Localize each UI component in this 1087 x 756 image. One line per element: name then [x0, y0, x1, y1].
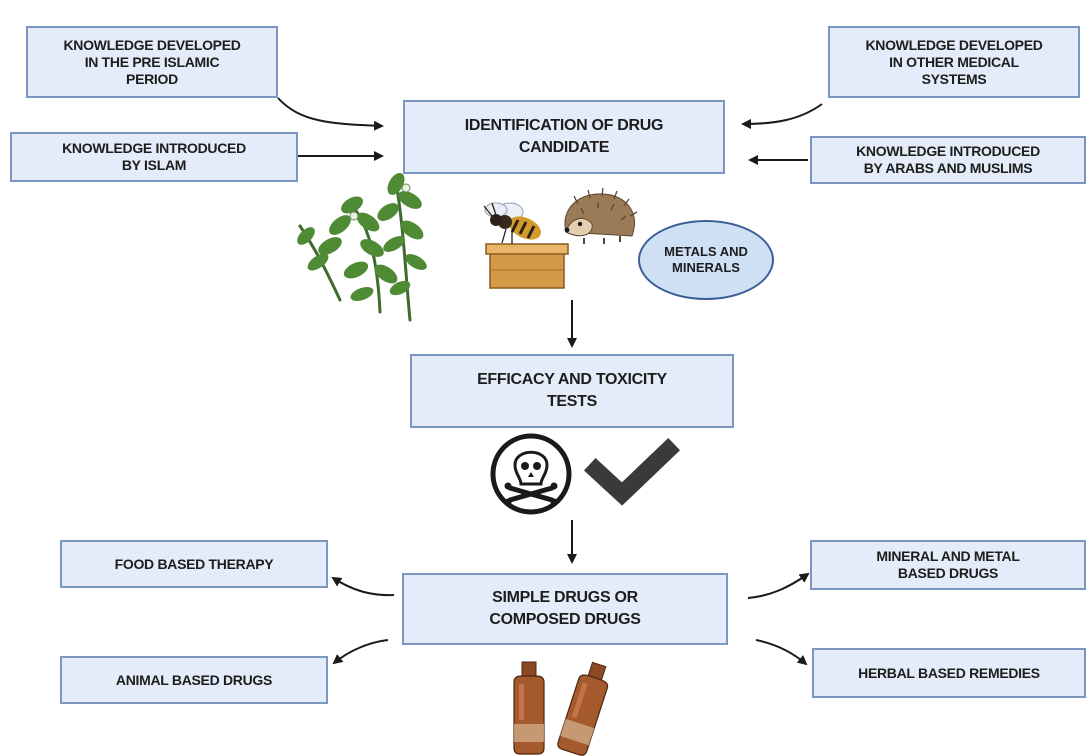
arabs-muslims-knowledge-box: KNOWLEDGE INTRODUCED BY ARABS AND MUSLIM… — [810, 136, 1086, 184]
arrow-other-systems — [741, 103, 823, 129]
arrow-pre-islamic — [277, 97, 384, 131]
checkmark-icon — [583, 437, 681, 506]
other-systems-knowledge-box: KNOWLEDGE DEVELOPED IN OTHER MEDICAL SYS… — [828, 26, 1080, 98]
arrow-to-mineral-metal — [747, 572, 810, 599]
food-based-therapy-box: FOOD BASED THERAPY — [60, 540, 328, 588]
herbal-remedies-box: HERBAL BASED REMEDIES — [812, 648, 1086, 698]
arrow-to-food — [331, 576, 395, 597]
mineral-metal-drugs-box: MINERAL AND METAL BASED DRUGS — [810, 540, 1086, 590]
beehive-icon — [485, 243, 569, 289]
medicine-vial-icon — [513, 661, 609, 756]
skull-crossbones-icon — [490, 433, 572, 515]
bee-icon — [483, 202, 541, 244]
plant-icon — [297, 173, 427, 322]
hedgehog-icon — [564, 187, 638, 244]
connector-arrows — [277, 97, 823, 666]
simple-composed-drugs-box: SIMPLE DRUGS OR COMPOSED DRUGS — [402, 573, 728, 645]
efficacy-toxicity-stage-box: EFFICACY AND TOXICITY TESTS — [410, 354, 734, 428]
identification-stage-box: IDENTIFICATION OF DRUG CANDIDATE — [403, 100, 725, 174]
animal-based-drugs-box: ANIMAL BASED DRUGS — [60, 656, 328, 704]
metals-minerals-oval: METALS AND MINERALS — [638, 220, 774, 300]
arrow-to-herbal — [755, 639, 808, 666]
arrow-to-animal — [332, 639, 389, 665]
islam-knowledge-box: KNOWLEDGE INTRODUCED BY ISLAM — [10, 132, 298, 182]
pre-islamic-knowledge-box: KNOWLEDGE DEVELOPED IN THE PRE ISLAMIC P… — [26, 26, 278, 98]
